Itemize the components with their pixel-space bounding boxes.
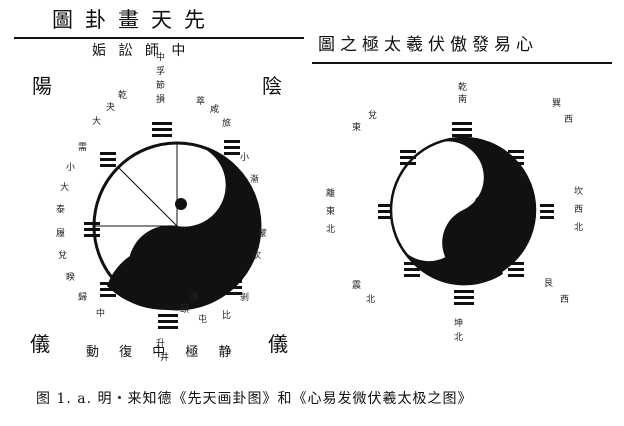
svg-text:中: 中 <box>96 307 105 319</box>
svg-text:屯: 屯 <box>198 313 207 325</box>
svg-text:旅: 旅 <box>222 117 231 129</box>
svg-text:西: 西 <box>574 204 583 215</box>
svg-text:震: 震 <box>352 280 361 291</box>
svg-text:南: 南 <box>458 93 467 105</box>
svg-text:剝: 剝 <box>240 291 249 303</box>
svg-text:離: 離 <box>326 187 335 199</box>
svg-text:坤: 坤 <box>454 317 463 329</box>
svg-text:損: 損 <box>156 93 165 105</box>
svg-text:乾: 乾 <box>458 81 467 93</box>
svg-text:巽: 巽 <box>552 98 561 109</box>
svg-text:比: 比 <box>222 309 231 321</box>
svg-text:歸: 歸 <box>78 291 87 303</box>
svg-text:夬: 夬 <box>106 101 115 113</box>
svg-text:西: 西 <box>564 114 573 125</box>
svg-text:東: 東 <box>352 121 361 133</box>
svg-text:兌: 兌 <box>368 110 377 121</box>
svg-text:漸: 漸 <box>250 174 259 185</box>
svg-text:節: 節 <box>156 79 165 91</box>
svg-text:北: 北 <box>574 222 583 233</box>
svg-text:泰: 泰 <box>56 203 65 215</box>
svg-text:大: 大 <box>92 115 101 127</box>
svg-text:復: 復 <box>190 291 199 303</box>
svg-text:孚: 孚 <box>156 65 165 77</box>
svg-text:中: 中 <box>156 51 165 63</box>
svg-text:乾: 乾 <box>118 89 127 101</box>
svg-text:北: 北 <box>366 294 375 305</box>
svg-text:坎: 坎 <box>252 249 261 261</box>
svg-text:兌: 兌 <box>58 250 67 261</box>
svg-text:履: 履 <box>56 228 65 239</box>
svg-text:坎: 坎 <box>574 185 583 197</box>
svg-text:睽: 睽 <box>66 271 75 283</box>
svg-text:咸: 咸 <box>210 103 219 115</box>
svg-text:北: 北 <box>326 224 335 235</box>
svg-text:北: 北 <box>454 332 463 343</box>
svg-text:東: 東 <box>326 205 335 217</box>
svg-text:升: 升 <box>156 338 165 349</box>
svg-text:頤: 頤 <box>180 304 189 315</box>
svg-text:萃: 萃 <box>196 96 205 107</box>
svg-text:西: 西 <box>560 294 569 305</box>
svg-text:艮: 艮 <box>544 278 553 289</box>
svg-text:小: 小 <box>240 152 249 163</box>
svg-text:井: 井 <box>160 351 169 363</box>
svg-text:小: 小 <box>66 162 75 173</box>
svg-text:大: 大 <box>60 181 69 193</box>
figure-caption: 图 1. a. 明・来知德《先天画卦图》和《心易发微伏羲太极之图》 <box>36 388 473 408</box>
svg-text:需: 需 <box>78 142 87 153</box>
svg-text:蒙: 蒙 <box>258 227 267 239</box>
